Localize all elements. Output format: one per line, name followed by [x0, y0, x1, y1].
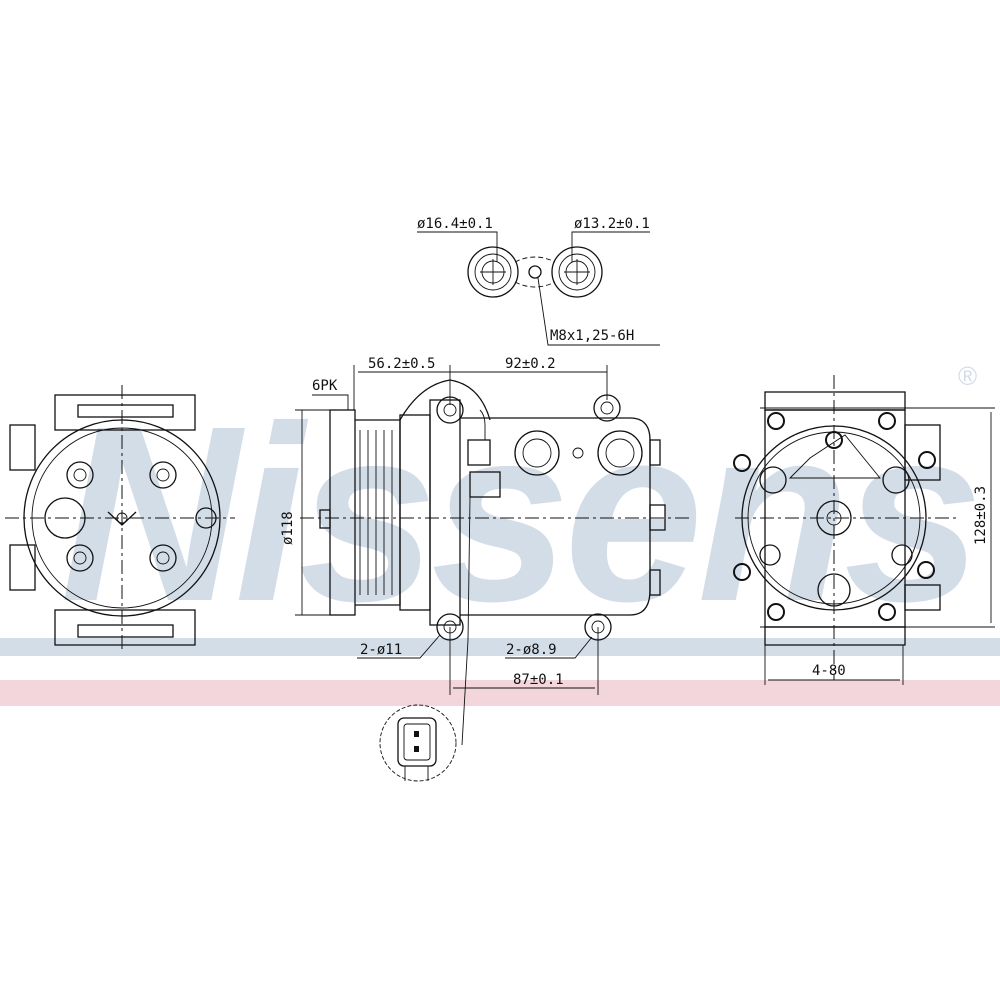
port-detail	[417, 231, 660, 346]
label-pulley-offset: 56.2±0.5	[368, 356, 435, 372]
label-pulley-dia: ø118	[280, 511, 296, 545]
label-mount-spacing-top: 92±0.2	[505, 356, 556, 372]
watermark-blue-stripe	[0, 638, 1000, 656]
label-port-thread: M8x1,25-6H	[550, 328, 634, 344]
front-view	[5, 385, 235, 650]
side-view	[295, 365, 690, 782]
label-belt-type: 6PK	[312, 378, 338, 394]
label-rear-holes: 2-ø8.9	[506, 642, 557, 658]
label-front-holes: 2-ø11	[360, 642, 402, 658]
label-port-suction-dia: ø16.4±0.1	[417, 216, 493, 232]
label-rear-height: 128±0.3	[973, 486, 989, 545]
label-mount-spacing-bottom: 87±0.1	[513, 672, 564, 688]
label-rear-width: 4-80	[812, 663, 846, 679]
registered-mark: ®	[958, 361, 977, 391]
watermark-pink-stripe	[0, 680, 1000, 706]
rear-view	[733, 375, 995, 685]
label-port-discharge-dia: ø13.2±0.1	[574, 216, 650, 232]
